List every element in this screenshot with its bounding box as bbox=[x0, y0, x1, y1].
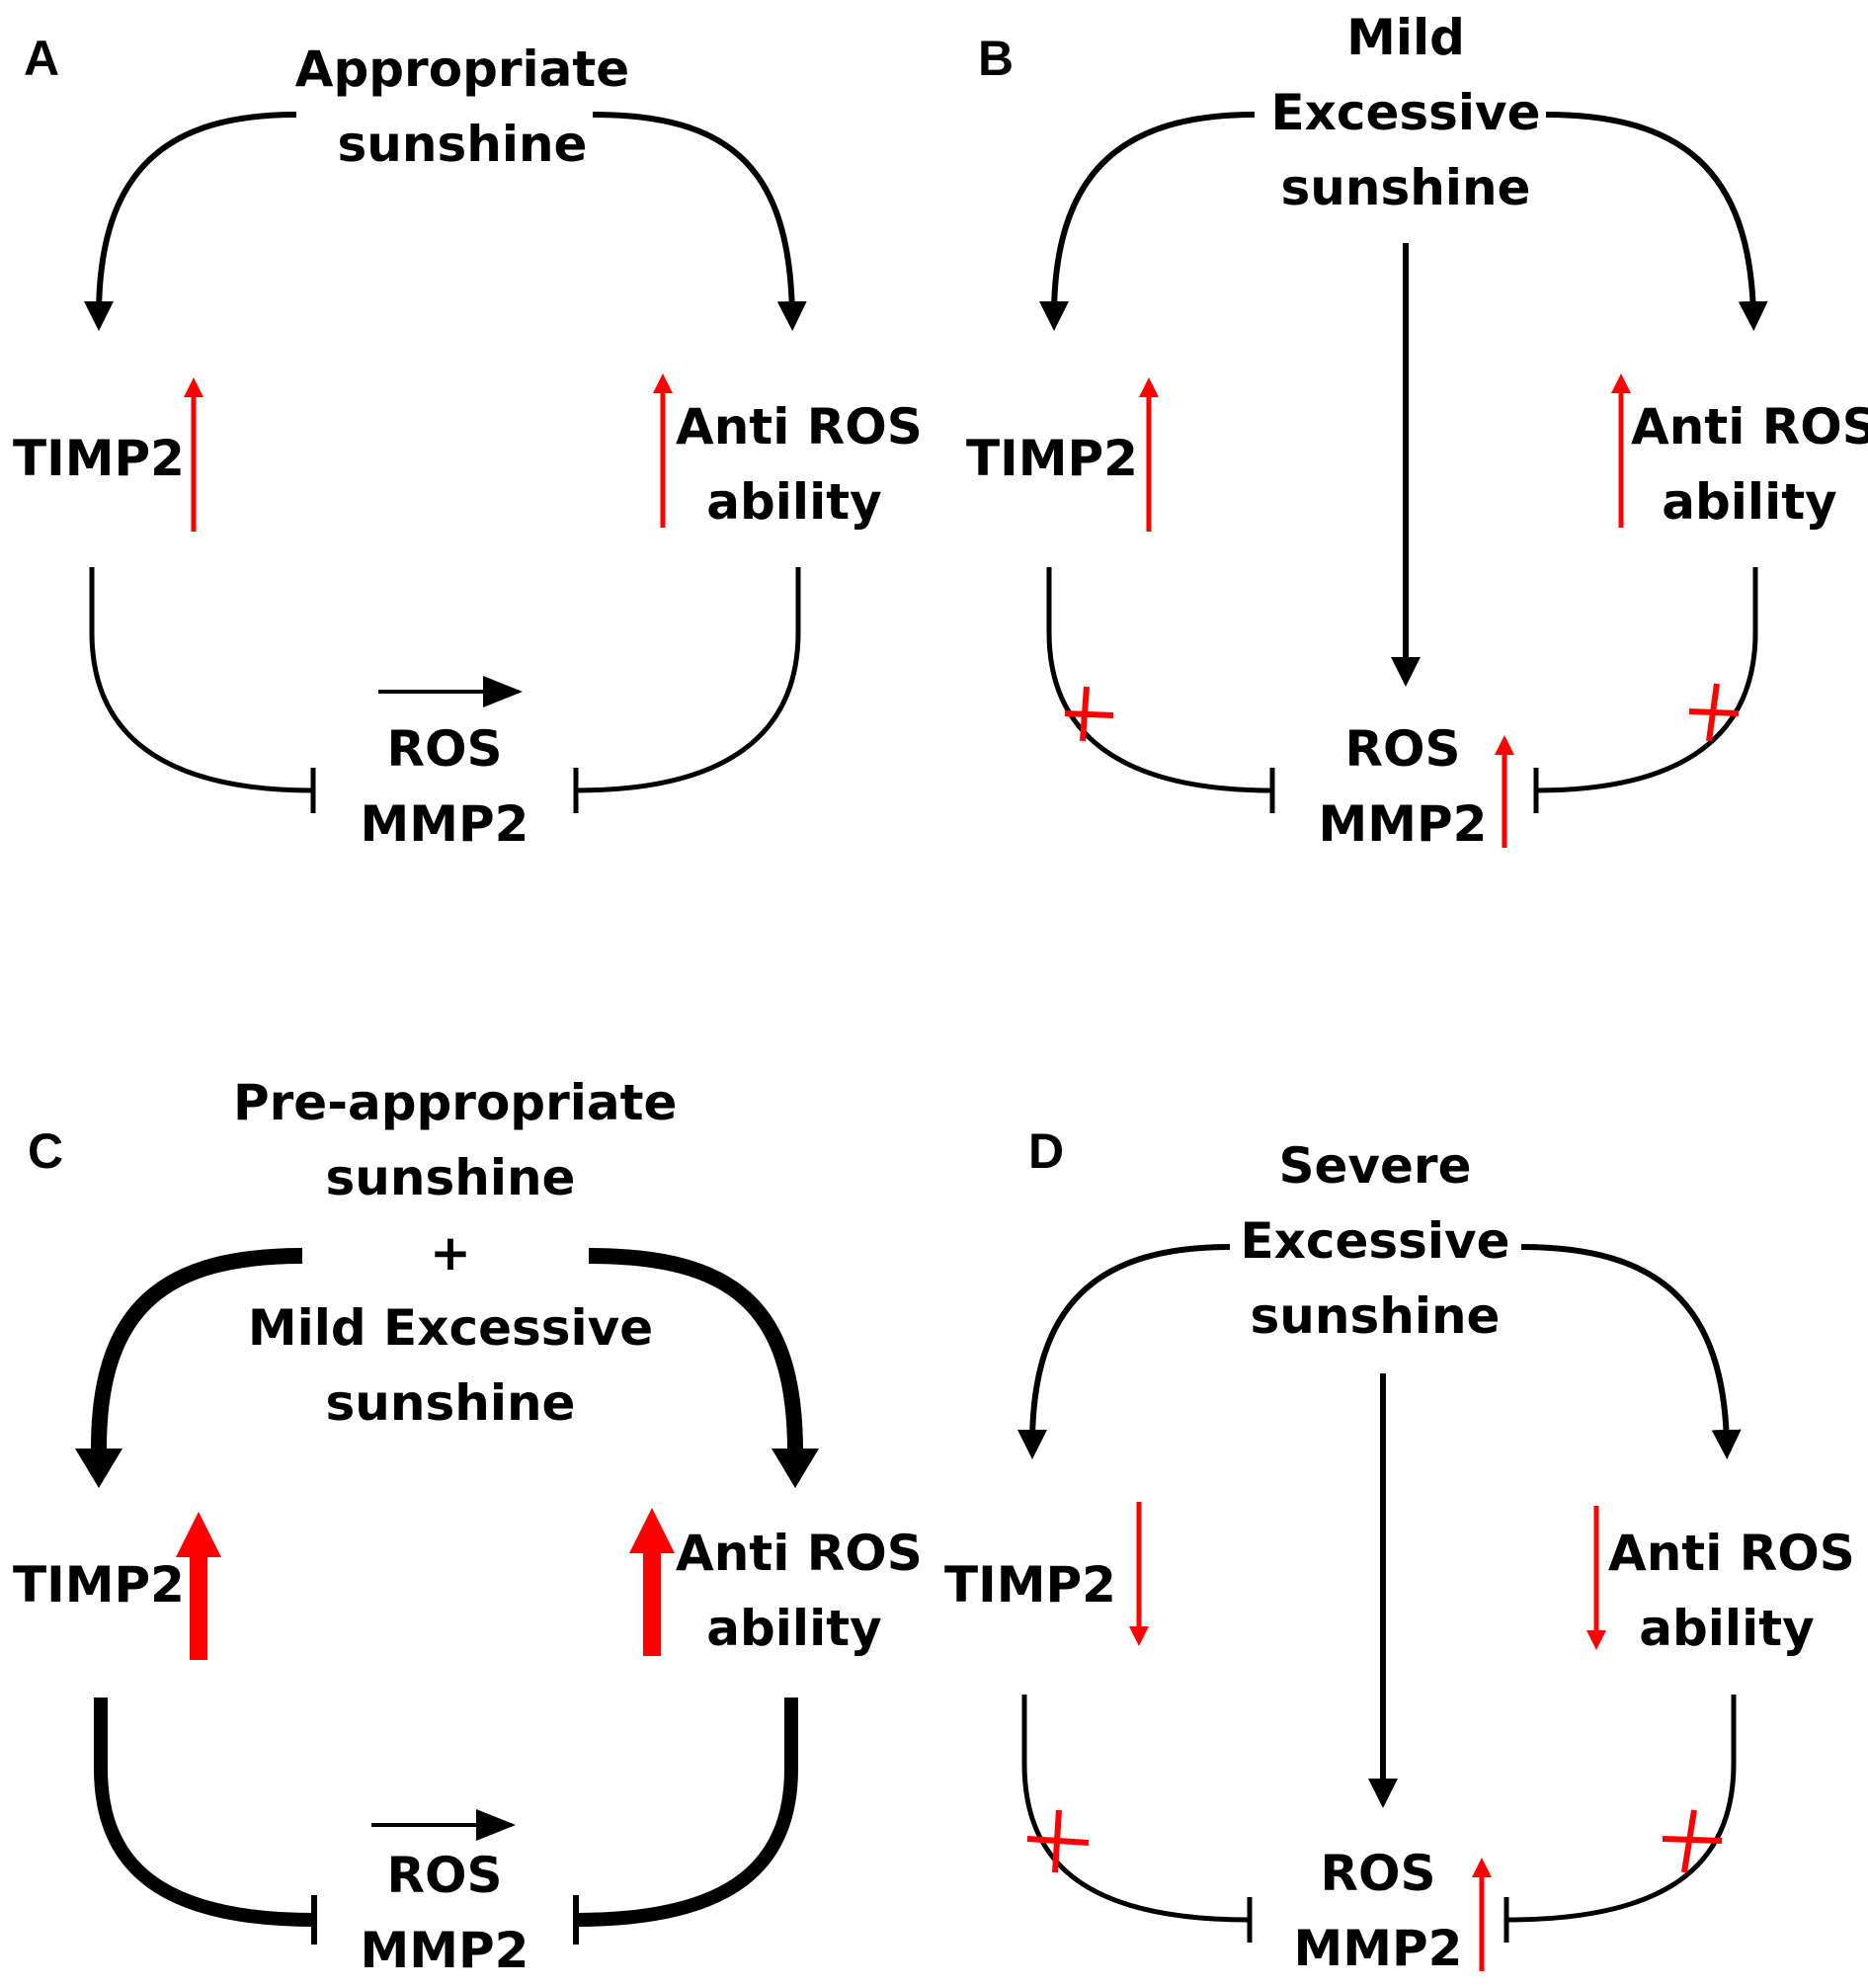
panel-c-source-line: + bbox=[430, 1224, 471, 1282]
panel-b-ros-up-arrowhead bbox=[1495, 735, 1514, 755]
panel-c-anti-ros-label: Anti ROS ability bbox=[676, 1516, 923, 1666]
panel-b-cross-right bbox=[1688, 683, 1740, 742]
panel-c-source-line: sunshine bbox=[325, 1149, 576, 1206]
panel-d-timp2-label: TIMP2 bbox=[944, 1556, 1116, 1614]
panel-c-arrow-source-to-timp2 bbox=[91, 1248, 303, 1450]
panel-a-target-label: ROS MMP2 bbox=[351, 711, 538, 862]
panel-b-target-line: ROS bbox=[1344, 720, 1461, 778]
panel-d-inhibit-timp2-to-ros bbox=[1021, 1695, 1251, 1923]
panel-c-timp2-label: TIMP2 bbox=[13, 1556, 185, 1614]
panel-c-target-line: ROS bbox=[386, 1847, 503, 1904]
panel-d-inhibit-anti-ros-to-ros bbox=[1505, 1695, 1737, 1923]
panel-b-anti-ros-label: Anti ROS ability bbox=[1631, 389, 1868, 539]
panel-d-anti-ros-line: Anti ROS bbox=[1608, 1525, 1855, 1582]
panel-a-arrow-source-to-anti-ros bbox=[592, 112, 807, 331]
panel-b-anti-ros-up-arrowhead bbox=[1611, 373, 1631, 393]
panel-a-timp2-up-arrowhead bbox=[184, 377, 203, 397]
panel-b-inhibit-anti-ros-to-ros bbox=[1535, 567, 1758, 793]
panel-a-anti-ros-line: Anti ROS bbox=[676, 398, 923, 456]
panel-d-anti-ros-down-arrowhead bbox=[1586, 1630, 1606, 1650]
panel-d-arrow-source-to-timp2 bbox=[1017, 1244, 1231, 1459]
panel-c-anti-ros-line: Anti ROS bbox=[676, 1525, 923, 1582]
panel-d-source-line: Excessive bbox=[1240, 1212, 1510, 1270]
panel-b-source-label: Mild Excessive sunshine bbox=[1265, 0, 1546, 225]
panel-b-anti-ros-line: Anti ROS bbox=[1631, 398, 1868, 456]
panel-a-inhibit-anti-ros-to-ros bbox=[575, 567, 801, 793]
panel-c-source-line: Pre-appropriate bbox=[233, 1074, 678, 1131]
panel-c-source-line: sunshine bbox=[325, 1374, 576, 1432]
panel-a-source-line: Appropriate bbox=[294, 41, 630, 98]
panel-d-letter: D bbox=[1028, 1123, 1065, 1179]
panel-b-target-line: MMP2 bbox=[1318, 795, 1488, 853]
panel-a-target-line: ROS bbox=[386, 720, 503, 778]
panel-b-letter: B bbox=[978, 31, 1015, 86]
panel-a-anti-ros-line: ability bbox=[706, 473, 882, 531]
panel-a-anti-ros-up-arrowhead bbox=[653, 373, 673, 393]
panel-d-cross-right bbox=[1662, 1809, 1723, 1873]
panel-c-source-label: Pre-appropriate sunshine + Mild Excessiv… bbox=[233, 1065, 678, 1441]
panel-b-arrow-source-to-timp2 bbox=[1039, 112, 1256, 331]
panel-a-timp2-label: TIMP2 bbox=[13, 430, 185, 487]
panel-c-inhibit-anti-ros-to-ros bbox=[575, 1698, 798, 1927]
panel-c-anti-ros-up-arrowhead bbox=[629, 1508, 675, 1553]
panel-a-source-label: Appropriate sunshine bbox=[273, 32, 652, 182]
panel-c-timp2-up-arrowhead bbox=[176, 1512, 221, 1557]
panel-c-arrowhead-timp2 bbox=[75, 1449, 122, 1488]
panel-c-letter: C bbox=[28, 1123, 64, 1179]
panel-a-arrow-source-to-timp2 bbox=[84, 112, 297, 331]
panel-a-inhibit-timp2-to-ros bbox=[89, 567, 314, 793]
panel-b-cross-left bbox=[1064, 686, 1114, 742]
panel-a-letter: A bbox=[24, 31, 60, 86]
panel-c-arrow-source-to-anti-ros bbox=[588, 1248, 803, 1450]
panel-a-source-line: sunshine bbox=[337, 116, 588, 173]
panel-b-arrow-source-to-anti-ros bbox=[1545, 112, 1768, 331]
panel-d-anti-ros-label: Anti ROS ability bbox=[1608, 1516, 1855, 1666]
panel-a-anti-ros-label: Anti ROS ability bbox=[676, 389, 923, 539]
panel-d-cross-left bbox=[1026, 1809, 1090, 1873]
panel-d-graphics bbox=[1017, 1244, 1742, 1971]
panel-b-timp2-label: TIMP2 bbox=[966, 430, 1138, 487]
panel-c-anti-ros-line: ability bbox=[706, 1600, 882, 1657]
panel-c-anti-ros-up-arrow bbox=[643, 1545, 661, 1656]
panel-c-target-label: ROS MMP2 bbox=[351, 1838, 538, 1988]
panel-d-timp2-down-arrowhead bbox=[1129, 1626, 1149, 1646]
panel-b-source-line: Mild bbox=[1346, 9, 1465, 66]
panel-d-source-line: sunshine bbox=[1250, 1287, 1501, 1345]
panel-d-ros-up-arrowhead bbox=[1472, 1858, 1492, 1877]
panel-d-target-line: MMP2 bbox=[1293, 1920, 1463, 1977]
panel-c-arrowhead-anti-ros bbox=[772, 1449, 819, 1488]
panel-d-source-label: Severe Excessive sunshine bbox=[1235, 1128, 1515, 1354]
panel-b-inhibit-timp2-to-ros bbox=[1046, 567, 1273, 793]
panel-d-source-line: Severe bbox=[1278, 1137, 1472, 1195]
panel-a-graphics bbox=[84, 112, 807, 813]
panel-b-graphics bbox=[1039, 112, 1768, 848]
panel-a-target-line: MMP2 bbox=[360, 795, 529, 853]
panel-b-target-label: ROS MMP2 bbox=[1309, 711, 1497, 862]
panel-d-anti-ros-line: ability bbox=[1639, 1600, 1815, 1657]
panel-b-source-line: sunshine bbox=[1280, 159, 1531, 216]
panel-b-anti-ros-line: ability bbox=[1662, 473, 1837, 531]
panel-c-graphics bbox=[75, 1248, 819, 1945]
panel-c-target-line: MMP2 bbox=[360, 1922, 529, 1979]
panel-b-source-line: Excessive bbox=[1270, 84, 1541, 141]
panel-c-source-line: Mild Excessive bbox=[247, 1299, 654, 1357]
panel-c-inhibit-timp2-to-ros bbox=[94, 1698, 315, 1927]
panel-c-timp2-up-arrow bbox=[190, 1549, 207, 1660]
panel-d-target-line: ROS bbox=[1320, 1845, 1436, 1902]
panel-d-target-label: ROS MMP2 bbox=[1284, 1836, 1472, 1986]
panel-d-arrow-source-to-anti-ros bbox=[1520, 1244, 1742, 1459]
panel-b-timp2-up-arrowhead bbox=[1139, 377, 1159, 397]
